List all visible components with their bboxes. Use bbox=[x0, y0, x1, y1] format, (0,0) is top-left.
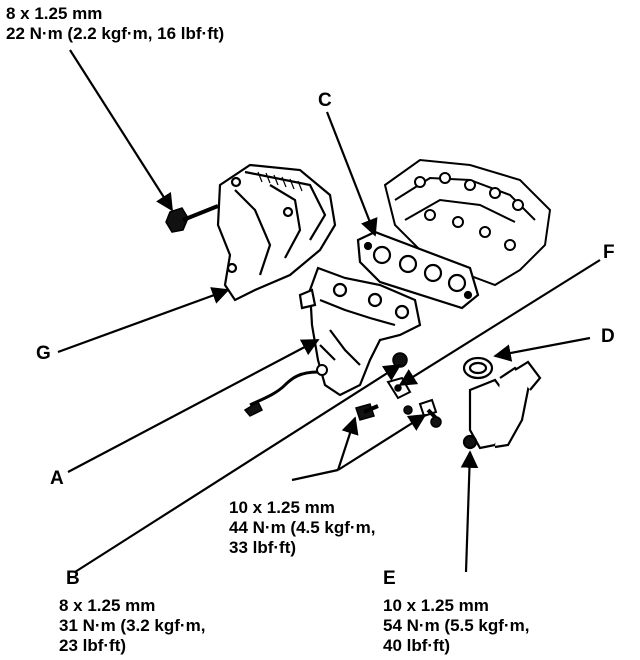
callout-b: B bbox=[66, 568, 80, 589]
middle-bolt-torque-line2: 33 lbf·ft) bbox=[229, 538, 297, 557]
top-bolt-torque: 22 N·m (2.2 kgf·m, 16 lbf·ft) bbox=[6, 24, 225, 43]
b-bolt-torque-line1: 31 N·m (3.2 kgf·m, bbox=[59, 616, 206, 635]
exhaust-pipe bbox=[462, 356, 542, 450]
e-bolt-torque-line2: 40 lbf·ft) bbox=[383, 636, 451, 655]
e-bolt-torque-line1: 54 N·m (5.5 kgf·m, bbox=[383, 616, 530, 635]
middle-bolt-size: 10 x 1.25 mm bbox=[229, 498, 335, 517]
oxygen-sensor-lead bbox=[243, 364, 328, 417]
b-bolt-size: 8 x 1.25 mm bbox=[59, 596, 156, 615]
callout-f: F bbox=[603, 242, 615, 263]
callout-c: C bbox=[318, 90, 332, 111]
e-bolt-size: 10 x 1.25 mm bbox=[383, 596, 489, 615]
callout-e: E bbox=[383, 568, 396, 589]
heat-shield bbox=[216, 163, 337, 302]
middle-bolt-torque-line1: 44 N·m (4.5 kgf·m, bbox=[229, 518, 376, 537]
top-bolt-size: 8 x 1.25 mm bbox=[6, 4, 103, 23]
callout-d: D bbox=[601, 326, 615, 347]
b-bolt-torque-line2: 23 lbf·ft) bbox=[59, 636, 127, 655]
heat-shield-bolt bbox=[165, 204, 219, 233]
exhaust-manifold bbox=[298, 266, 422, 397]
callout-a: A bbox=[50, 468, 64, 489]
leader-lines bbox=[57, 49, 601, 573]
manifold-gasket-c bbox=[356, 230, 480, 310]
callout-g: G bbox=[36, 343, 51, 364]
cylinder-head bbox=[383, 158, 552, 287]
